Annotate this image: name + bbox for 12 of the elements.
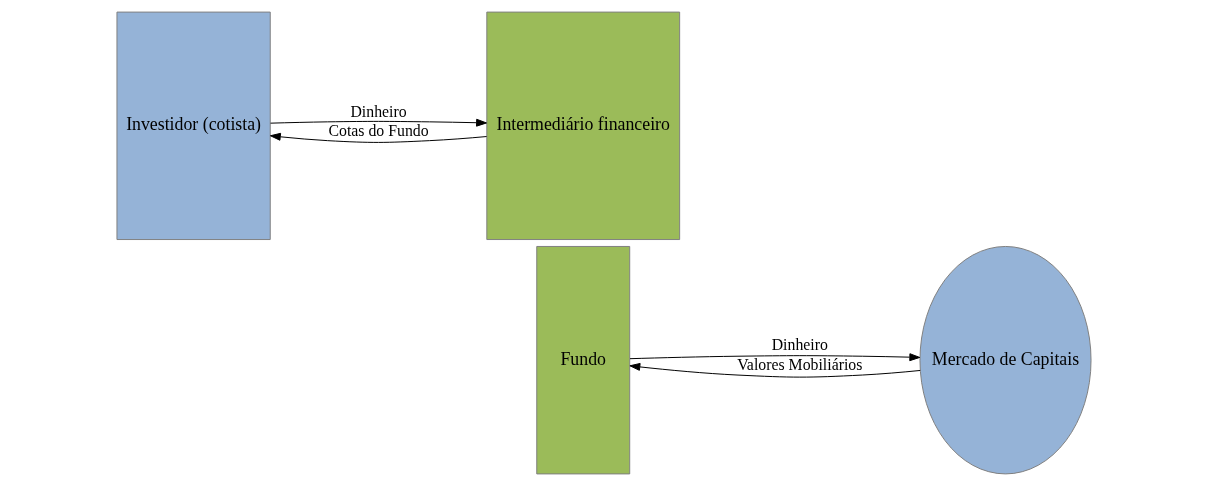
edge-label: Dinheiro [349, 102, 407, 120]
arrow [628, 362, 921, 378]
node-box: Investidor (cotista) [115, 11, 271, 241]
node-box: Fundo [535, 245, 630, 475]
node-box: Intermediário financeiro [485, 11, 680, 241]
arrow [269, 118, 487, 127]
arrow [269, 132, 487, 143]
node-ellipse: Mercado de Capitais [918, 245, 1092, 475]
edge-label: Dinheiro [771, 336, 828, 354]
arrow [629, 353, 920, 362]
edge-label: Valores Mobiliários [736, 355, 862, 373]
edge-label: Cotas do Fundo [327, 121, 429, 139]
